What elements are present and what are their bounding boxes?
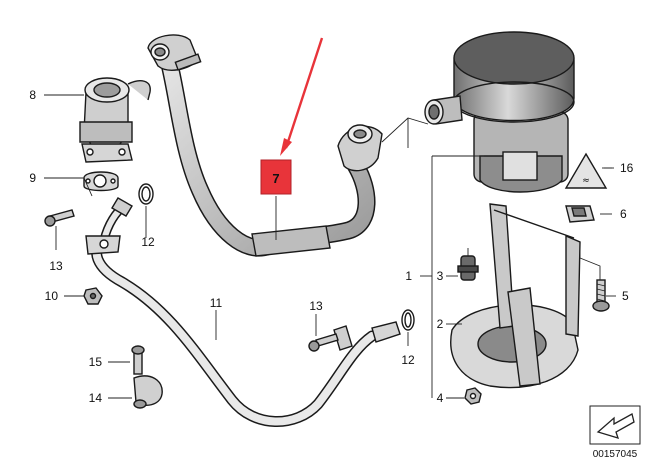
document-number: 00157045: [593, 449, 638, 460]
callout-5: 5: [622, 289, 629, 303]
callout-3: 3: [437, 269, 444, 283]
part-6-clip-nut: [565, 205, 595, 223]
callout-10: 10: [45, 289, 59, 303]
callout-15: 15: [89, 355, 103, 369]
callout-16: 16: [620, 161, 634, 175]
document-arrow-icon: [589, 405, 641, 445]
part-3-rubber-mount: [457, 248, 479, 281]
part-5-bolt: [592, 279, 610, 312]
part-7-hose: [147, 34, 383, 257]
part-9-gasket: [83, 171, 119, 192]
leader-lines: [44, 94, 616, 399]
callout-7-highlighted: 7: [272, 171, 279, 186]
part-12-seal-ring-lower: [401, 309, 415, 331]
callout-11: 11: [210, 296, 223, 310]
callout-4: 4: [437, 391, 444, 405]
part-16-warning-label: ≈: [564, 152, 608, 189]
part-2-bracket: [450, 203, 581, 389]
callout-13-center: 13: [309, 299, 323, 313]
callout-6: 6: [620, 207, 627, 221]
highlight-box-part-7: [260, 159, 292, 195]
callout-12-upper: 12: [141, 235, 155, 249]
part-4-nut: [464, 387, 482, 405]
part-14-clamp: [133, 375, 163, 409]
part-12-seal-ring-upper: [138, 183, 154, 205]
part-8-valve-flange: [79, 77, 151, 163]
callout-9: 9: [29, 171, 36, 185]
callout-1: 1: [405, 269, 412, 283]
part-10-nut: [83, 287, 103, 305]
callout-2: 2: [437, 317, 444, 331]
air-pump: [424, 31, 575, 193]
callout-13-left: 13: [49, 259, 63, 273]
part-11-pipe: [85, 197, 401, 427]
part-13-screw-center: [308, 333, 339, 352]
callout-14: 14: [89, 391, 103, 405]
callout-8: 8: [29, 88, 36, 102]
part-15-bolt: [131, 345, 145, 375]
highlight-arrow: [280, 37, 324, 156]
callout-12-lower: 12: [401, 353, 415, 367]
part-13-screw-left: [44, 209, 75, 227]
svg-text:≈: ≈: [582, 176, 590, 186]
